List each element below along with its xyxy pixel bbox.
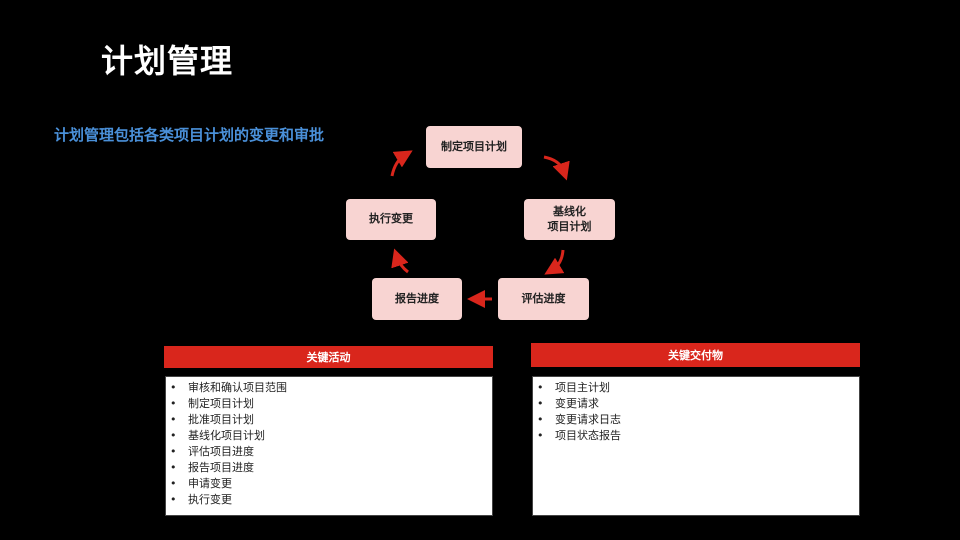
node-evaluate-progress: 评估进度 bbox=[498, 278, 589, 320]
node-report-progress: 报告进度 bbox=[372, 278, 462, 320]
list-item: 申请变更 bbox=[166, 476, 492, 492]
deliverables-list: 项目主计划变更请求变更请求日志项目状态报告 bbox=[532, 376, 860, 516]
activities-list: 审核和确认项目范围制定项目计划批准项目计划基线化项目计划评估项目进度报告项目进度… bbox=[165, 376, 493, 516]
deliverables-header: 关键交付物 bbox=[531, 343, 860, 367]
arrow-report-to-execute bbox=[391, 248, 409, 274]
list-item: 基线化项目计划 bbox=[166, 428, 492, 444]
list-item: 评估项目进度 bbox=[166, 444, 492, 460]
page-subtitle: 计划管理包括各类项目计划的变更和审批 bbox=[54, 126, 325, 144]
node-make-plan: 制定项目计划 bbox=[426, 126, 522, 168]
arrow-plan-to-baseline bbox=[543, 155, 570, 181]
page-title: 计划管理 bbox=[101, 42, 234, 80]
arrow-execute-to-plan bbox=[390, 150, 413, 177]
node-baseline-plan: 基线化 项目计划 bbox=[524, 199, 615, 240]
list-item: 审核和确认项目范围 bbox=[166, 380, 492, 396]
list-item: 报告项目进度 bbox=[166, 460, 492, 476]
list-item: 批准项目计划 bbox=[166, 412, 492, 428]
arrow-baseline-to-evaluate bbox=[544, 249, 565, 275]
list-item: 项目状态报告 bbox=[533, 428, 859, 444]
list-item: 制定项目计划 bbox=[166, 396, 492, 412]
activities-header: 关键活动 bbox=[164, 346, 493, 368]
node-execute-change: 执行变更 bbox=[346, 199, 436, 240]
list-item: 变更请求 bbox=[533, 396, 859, 412]
list-item: 项目主计划 bbox=[533, 380, 859, 396]
list-item: 变更请求日志 bbox=[533, 412, 859, 428]
list-item: 执行变更 bbox=[166, 492, 492, 508]
